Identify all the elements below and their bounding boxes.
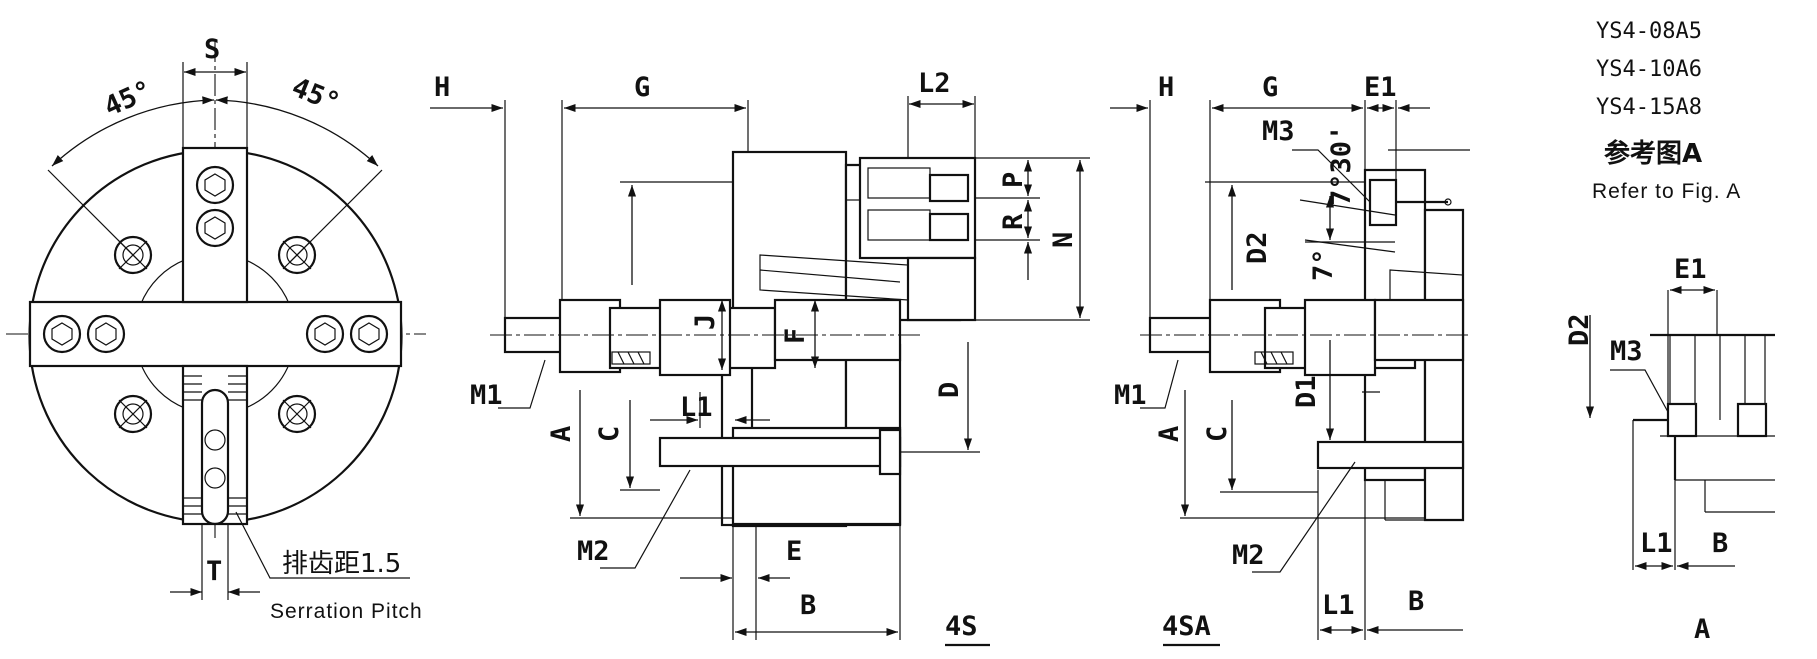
dim-label-a-4s: A: [546, 426, 577, 442]
dim-label-p-4s: P: [998, 172, 1029, 188]
dim-label-c-4s: C: [594, 426, 625, 442]
dim-label-m2-4sa: M2: [1232, 540, 1265, 571]
dim-label-g-4s: G: [634, 72, 650, 103]
reference-cn: 参考图A: [1604, 138, 1702, 169]
socket-bolt-icons: [42, 165, 389, 354]
dim-label-m3-4sa: M3: [1262, 116, 1295, 147]
dim-label-e1-figa: E1: [1674, 254, 1707, 285]
dim-label-l1-4sa: L1: [1322, 590, 1355, 621]
model-2: YS4-10A6: [1596, 57, 1702, 82]
dim-label-d2-4sa: D2: [1242, 231, 1273, 264]
dim-label-c-4sa: C: [1202, 426, 1233, 442]
dim-label-h-4s: H: [434, 72, 450, 103]
dim-label-b-figa: B: [1712, 528, 1728, 559]
dim-label-d2-figa: D2: [1564, 313, 1595, 346]
angle-label-7-30: 7°30': [1326, 125, 1357, 206]
jaw-top: [181, 146, 249, 304]
dim-label-j-4s: J: [690, 314, 721, 330]
dim-label-g-4sa: G: [1262, 72, 1278, 103]
serration-marks: [183, 375, 247, 515]
dim-label-b-4sa: B: [1408, 586, 1424, 617]
bolt-m2-4s: [658, 436, 902, 468]
caption-figa: A: [1694, 614, 1710, 645]
dim-label-m1-4sa: M1: [1114, 380, 1147, 411]
angle-label-7: 7°: [1308, 248, 1339, 281]
dim-label-f-4s: F: [780, 328, 811, 344]
dim-label-a-4sa: A: [1154, 426, 1185, 442]
bolt-m2-4sa: [1316, 440, 1465, 470]
jaw-horizontal: [28, 300, 403, 368]
side-view-4s: [430, 96, 1090, 647]
front-view: [6, 40, 426, 600]
dim-label-t: T: [206, 556, 222, 587]
dim-label-m1-4s: M1: [470, 380, 503, 411]
cross-bolt-icons: [113, 235, 317, 434]
figure-a: [1585, 285, 1775, 571]
dim-label-r-4s: R: [998, 213, 1029, 230]
angle-label-left: 45°: [100, 75, 157, 123]
model-1: YS4-08A5: [1596, 19, 1702, 44]
dim-label-l1-figa: L1: [1640, 528, 1673, 559]
caption-4s: 4S: [945, 611, 978, 642]
dim-label-m3-figa: M3: [1610, 336, 1643, 367]
dim-label-l1-4s: L1: [680, 392, 713, 423]
jaw-top-4s: [858, 156, 977, 260]
serration-pitch-cn: 排齿距1.5: [282, 549, 401, 579]
jaw-slot: [200, 388, 230, 526]
dim-label-s: S: [204, 34, 220, 65]
dim-label-m2-4s: M2: [577, 536, 610, 567]
dim-label-l2-4s: L2: [918, 68, 951, 99]
model-3: YS4-15A8: [1596, 95, 1702, 120]
dim-label-d1-4sa: D1: [1291, 375, 1322, 408]
dim-label-b-4s: B: [800, 590, 816, 621]
side-view-4sa: [1110, 100, 1470, 647]
serration-pitch-en: Serration Pitch: [270, 600, 423, 623]
dim-label-d-4s: D: [934, 382, 965, 398]
reference-en: Refer to Fig. A: [1592, 180, 1741, 203]
dim-label-e1-4sa: E1: [1364, 72, 1397, 103]
dim-label-e-4s: E: [786, 536, 802, 567]
dim-label-n-4s: N: [1048, 232, 1079, 248]
caption-4sa: 4SA: [1162, 611, 1211, 642]
angle-label-right: 45°: [287, 72, 344, 119]
dim-label-h-4sa: H: [1158, 72, 1174, 103]
